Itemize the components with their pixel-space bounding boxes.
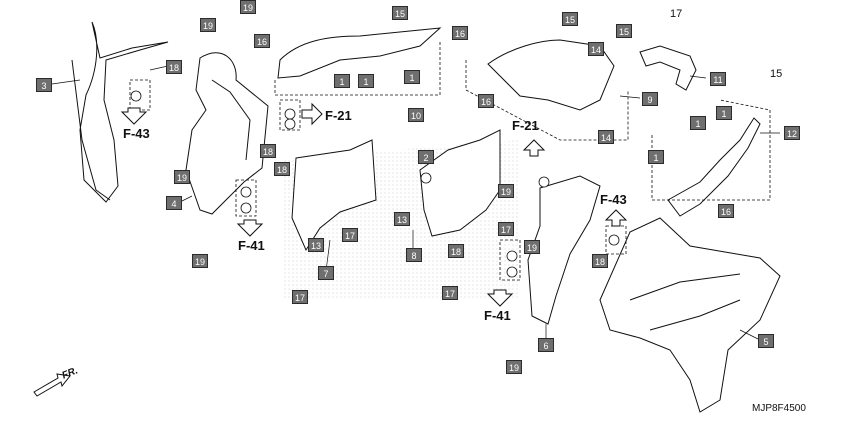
callout-10: 10 (408, 108, 424, 122)
dash-circle-5 (605, 225, 627, 255)
part-4-inner-panel (185, 52, 269, 215)
callout-2: 2 (418, 150, 434, 164)
plain-number-15: 15 (770, 68, 783, 80)
arrow-f41-left (236, 219, 264, 237)
part-5-graphic (629, 273, 741, 301)
arrow-f43-right (604, 209, 628, 227)
part-3-front-cowl (79, 21, 169, 203)
callout-19: 19 (174, 170, 190, 184)
part-5-side-cowl (599, 217, 781, 413)
callout-14: 14 (598, 130, 614, 144)
arrow-f41-right (486, 289, 514, 307)
ref-f21-center: F-21 (512, 118, 539, 133)
callout-3: 3 (36, 78, 52, 92)
callout-17: 17 (498, 222, 514, 236)
part-8-under-cover (419, 129, 501, 237)
part-12-strip (667, 117, 761, 217)
group-line-9 (465, 60, 629, 141)
callout-1: 1 (648, 150, 664, 164)
callout-16: 16 (452, 26, 468, 40)
group-line-10 (274, 40, 441, 96)
arrow-f21-left (301, 102, 323, 126)
callout-19: 19 (498, 184, 514, 198)
ref-f21-left: F-21 (325, 108, 352, 123)
callout-16: 16 (478, 94, 494, 108)
dash-circle-2 (279, 99, 301, 131)
callout-15: 15 (616, 24, 632, 38)
callout-17: 17 (442, 286, 458, 300)
arrow-f43-left (120, 107, 148, 125)
callout-1: 1 (690, 116, 706, 130)
callout-13: 13 (308, 238, 324, 252)
callout-18: 18 (592, 254, 608, 268)
callout-1: 1 (404, 70, 420, 84)
diagram-code: MJP8F4500 (752, 403, 806, 414)
part-4-detail (211, 79, 251, 161)
part-3-inner (71, 59, 111, 201)
callout-18: 18 (448, 244, 464, 258)
part-10-upper-strip (277, 27, 442, 79)
dash-circle-1 (129, 79, 151, 111)
group-line-12 (651, 99, 771, 201)
callout-1: 1 (716, 106, 732, 120)
ref-f43-right: F-43 (600, 192, 627, 207)
fr-arrow (33, 373, 71, 397)
callout-12: 12 (784, 126, 800, 140)
callout-18: 18 (274, 162, 290, 176)
ref-f41-left: F-41 (238, 238, 265, 253)
callout-15: 15 (392, 6, 408, 20)
callout-17: 17 (292, 290, 308, 304)
callout-4: 4 (166, 196, 182, 210)
callout-5: 5 (758, 334, 774, 348)
callout-1: 1 (358, 74, 374, 88)
callout-6: 6 (538, 338, 554, 352)
callout-15: 15 (562, 12, 578, 26)
callout-13: 13 (394, 212, 410, 226)
dash-circle-4 (499, 239, 521, 281)
callout-19: 19 (240, 0, 256, 14)
callout-14: 14 (588, 42, 604, 56)
callout-16: 16 (718, 204, 734, 218)
callout-16: 16 (254, 34, 270, 48)
callout-8: 8 (406, 248, 422, 262)
callout-17: 17 (342, 228, 358, 242)
callout-19: 19 (192, 254, 208, 268)
callout-1: 1 (334, 74, 350, 88)
callout-18: 18 (260, 144, 276, 158)
part-9-center-panel (487, 39, 615, 111)
callout-11: 11 (710, 72, 726, 86)
part-5-graphic-2 (649, 299, 741, 331)
ref-f41-right: F-41 (484, 308, 511, 323)
callout-19: 19 (506, 360, 522, 374)
part-7-lower-inner (291, 139, 377, 252)
part-11-bracket (639, 45, 697, 91)
arrow-f21-center (522, 139, 546, 157)
callout-7: 7 (318, 266, 334, 280)
callout-19: 19 (200, 18, 216, 32)
callout-9: 9 (642, 92, 658, 106)
ref-f43-left: F-43 (123, 126, 150, 141)
dash-circle-3 (235, 179, 257, 217)
callout-18: 18 (166, 60, 182, 74)
callout-19: 19 (524, 240, 540, 254)
plain-number-17: 17 (670, 8, 683, 20)
